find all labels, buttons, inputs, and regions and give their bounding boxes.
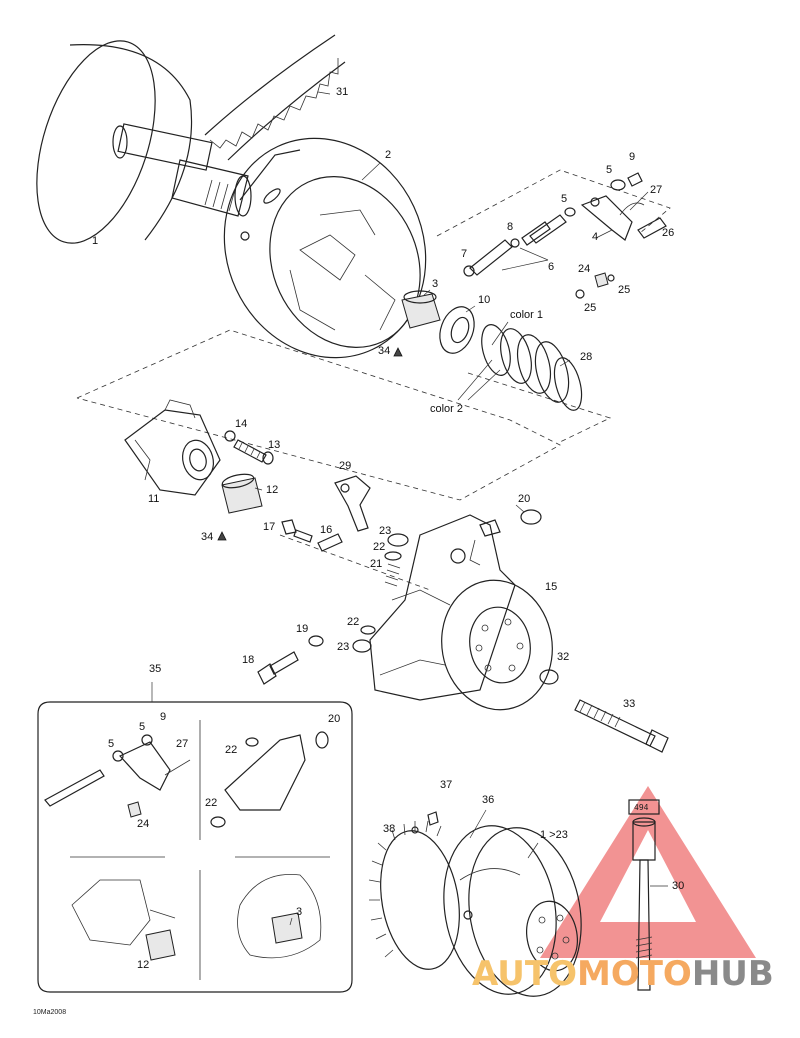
callout-d27: 27 — [176, 738, 188, 750]
callout-d12: 12 — [137, 959, 149, 971]
callout-c12a: 12 — [266, 484, 278, 496]
callout-c17: 17 — [263, 521, 275, 533]
ramp-hub — [124, 399, 221, 496]
callout-c8: 8 — [507, 221, 513, 233]
callout-c25b: 25 — [584, 302, 596, 314]
date-code: 10Ma2008 — [33, 1009, 66, 1016]
callout-c32: 32 — [557, 651, 569, 663]
callout-c15: 15 — [545, 581, 557, 593]
watermark-logo — [540, 786, 756, 958]
watermark-triangle-icon — [540, 786, 756, 958]
sliding-sheave — [36, 40, 252, 244]
part-callouts: 1234556789101112131415161718192021222223… — [92, 86, 684, 971]
callout-c33: 33 — [623, 698, 635, 710]
callout-c22a: 22 — [373, 541, 385, 553]
watermark-moto: MOTO — [577, 954, 692, 994]
callout-c123: 1 >23 — [540, 829, 568, 841]
hub-small-parts — [217, 430, 274, 541]
callout-c38: 38 — [383, 823, 395, 835]
callout-c25a: 25 — [618, 284, 630, 296]
governor-cup — [223, 137, 427, 359]
callout-c13: 13 — [268, 439, 280, 451]
callout-c29: 29 — [339, 460, 351, 472]
callout-d22b: 22 — [205, 797, 217, 809]
callout-d22a: 22 — [225, 744, 237, 756]
callout-c19: 19 — [296, 623, 308, 635]
label-color1: color 1 — [510, 309, 543, 321]
watermark-hub: HUB — [692, 954, 774, 994]
color-labels: color 1 color 2 — [430, 309, 543, 415]
callout-c2: 2 — [385, 149, 391, 161]
drive-belt — [204, 34, 346, 161]
callout-c34b: 34 — [201, 531, 213, 543]
callout-c3: 3 — [432, 278, 438, 290]
watermark-wordmark: AUTOMOTOHUB — [472, 954, 774, 994]
callout-c4: 4 — [592, 231, 598, 243]
lever-group-upper — [463, 172, 667, 299]
callout-c24: 24 — [578, 263, 590, 275]
callout-d3: 3 — [296, 906, 302, 918]
callout-d24: 24 — [137, 818, 149, 830]
callout-c6: 6 — [548, 261, 554, 273]
callout-c30: 30 — [672, 880, 684, 892]
callout-c34a: 34 — [378, 345, 390, 357]
callout-c28: 28 — [580, 351, 592, 363]
callout-c26: 26 — [662, 227, 674, 239]
callout-c5b: 5 — [561, 193, 567, 205]
callout-c21: 21 — [370, 558, 382, 570]
clutch-assembly — [368, 809, 582, 997]
callout-c1: 1 — [92, 235, 98, 247]
callout-c5a: 5 — [606, 164, 612, 176]
callout-c20a: 20 — [518, 493, 530, 505]
callout-d9: 9 — [160, 711, 166, 723]
callout-c7: 7 — [461, 248, 467, 260]
label-color2: color 2 — [430, 403, 463, 415]
pin-alignment-line — [279, 534, 431, 591]
fixed-sheave — [369, 514, 553, 711]
callout-c23b: 23 — [337, 641, 349, 653]
callout-d5a: 5 — [139, 721, 145, 733]
lower-assembly-outline — [76, 329, 561, 501]
spring-assembly-outline — [467, 372, 612, 443]
callout-d20: 20 — [328, 713, 340, 725]
callout-d5b: 5 — [108, 738, 114, 750]
sheave-small-parts — [257, 504, 542, 685]
callout-c18: 18 — [242, 654, 254, 666]
watermark-auto: AUTO — [472, 954, 577, 994]
callout-c37: 37 — [440, 779, 452, 791]
callout-c36: 36 — [482, 794, 494, 806]
clutch-bolt — [628, 799, 668, 991]
callout-c23a: 23 — [379, 525, 391, 537]
spring — [457, 321, 583, 411]
detail-box-35 — [37, 682, 353, 993]
svg-text:AUTOMOTOHUB: AUTOMOTOHUB — [472, 954, 774, 994]
callout-c22b: 22 — [347, 616, 359, 628]
bushing-and-washer — [393, 289, 476, 357]
callout-c35: 35 — [149, 663, 161, 675]
callout-c9: 9 — [629, 151, 635, 163]
callout-c27: 27 — [650, 184, 662, 196]
callout-c10: 10 — [478, 294, 490, 306]
callout-c11: 11 — [148, 493, 159, 505]
callout-c16: 16 — [320, 524, 332, 536]
retaining-bolt-parts — [539, 669, 669, 753]
callout-c31: 31 — [336, 86, 348, 98]
roller-pin-parts — [281, 475, 371, 552]
code-box-label: 494 — [634, 803, 649, 812]
callout-c14: 14 — [235, 418, 247, 430]
assembly-outlines — [76, 169, 671, 591]
